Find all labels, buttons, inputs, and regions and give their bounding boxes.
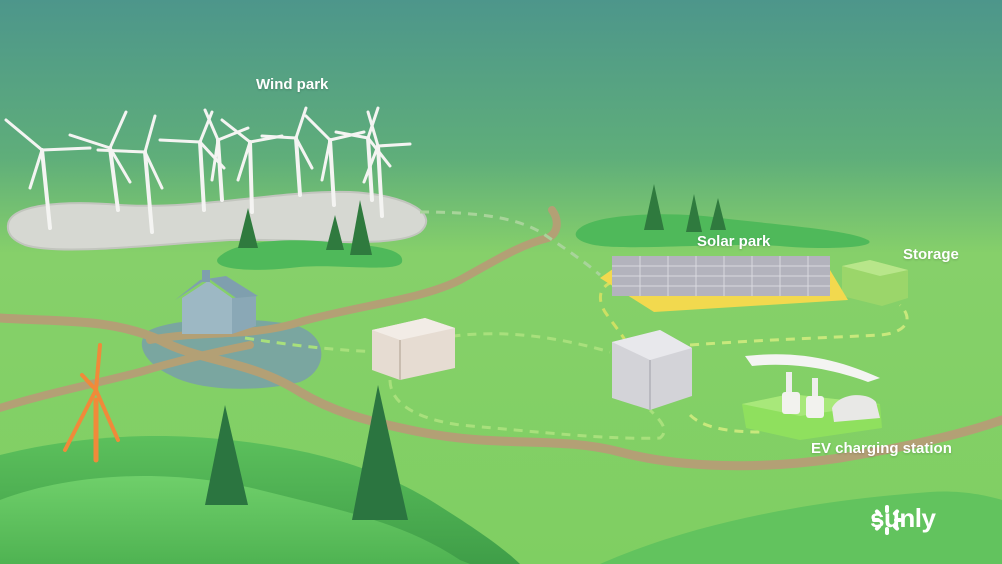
wind-turbines	[4, 106, 412, 234]
tree	[205, 405, 248, 505]
small-wind-turbine	[63, 343, 120, 463]
tree	[350, 200, 372, 255]
tree	[686, 194, 702, 232]
solar-park-label: Solar park	[697, 233, 771, 250]
grid-line-solar	[598, 280, 627, 341]
tree	[238, 208, 258, 248]
hill-front	[0, 476, 470, 564]
road-west	[0, 341, 254, 412]
hill-right	[600, 491, 1002, 564]
trees	[205, 184, 726, 520]
brand-logo: sunly	[870, 503, 936, 535]
sunburst-icon	[872, 505, 902, 535]
grid-line-ev	[688, 413, 761, 434]
grid-line-bottom	[388, 379, 666, 440]
tree	[326, 215, 344, 250]
tree	[644, 184, 664, 230]
house	[175, 270, 258, 334]
solar-park	[600, 256, 848, 312]
wind-park-plateau	[6, 190, 427, 251]
storage-container-1	[372, 318, 455, 380]
grid-line-storage	[689, 303, 909, 347]
solar-panel-grid	[612, 256, 830, 296]
tree	[710, 198, 726, 230]
storage-label: Storage	[903, 246, 959, 263]
grid-line-house	[244, 336, 381, 354]
wind-park-label: Wind park	[256, 76, 329, 93]
storage-container-2	[612, 330, 692, 410]
ev-charging-station	[742, 354, 882, 440]
brand-name: sunly	[870, 503, 936, 533]
ev-charging-station-label: EV charging station	[811, 440, 952, 457]
storage-unit	[842, 260, 908, 306]
tree	[352, 385, 408, 520]
